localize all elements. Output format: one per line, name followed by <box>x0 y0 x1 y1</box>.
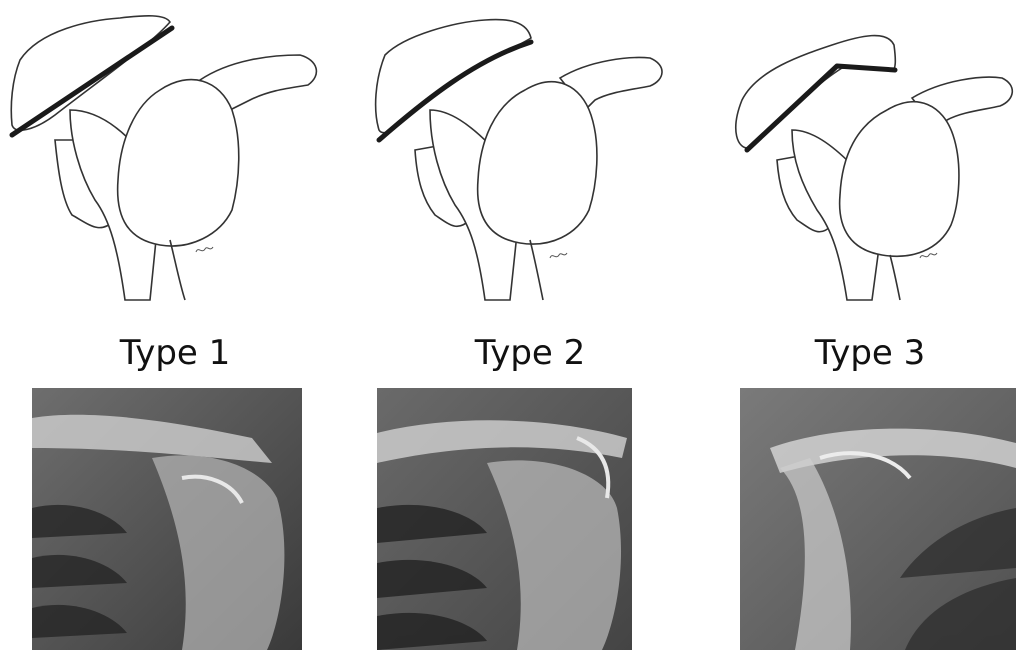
artist-signature <box>196 247 213 252</box>
type-1-scapula-drawing <box>0 0 340 310</box>
type-3-xray <box>740 388 1016 650</box>
type-3-panel: Type 3 <box>700 0 1016 650</box>
type-2-label: Type 2 <box>445 328 615 378</box>
artist-signature <box>550 253 567 258</box>
type-3-scapula-drawing <box>700 0 1016 310</box>
type-3-label: Type 3 <box>785 328 955 378</box>
type-1-panel: Type 1 <box>0 0 340 650</box>
type-1-label: Type 1 <box>90 328 260 378</box>
type-2-panel: Type 2 <box>345 0 685 650</box>
type-2-scapula-drawing <box>345 0 685 310</box>
type-1-xray <box>32 388 302 650</box>
artist-signature <box>920 253 937 258</box>
type-2-xray <box>377 388 632 650</box>
